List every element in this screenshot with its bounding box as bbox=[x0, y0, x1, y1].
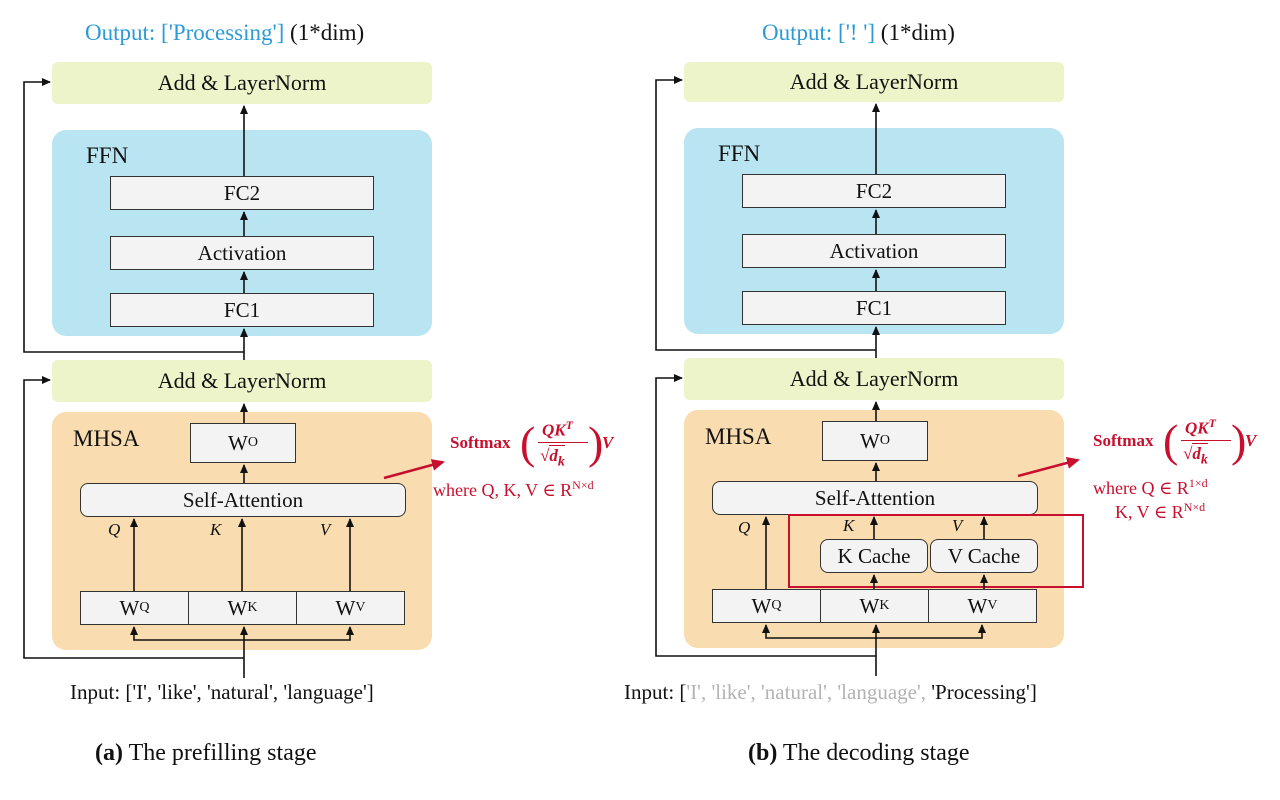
formula-denominator: √dk bbox=[1183, 443, 1208, 468]
input-past-tokens: 'I', 'like', 'natural', 'language', bbox=[686, 680, 927, 704]
right-connectors bbox=[655, 76, 988, 676]
v-label: V bbox=[952, 516, 963, 535]
input-label: Input: ['I', 'like', 'natural', 'languag… bbox=[624, 680, 1037, 705]
input-to-wv-arrow bbox=[876, 624, 986, 639]
where-clause-2: K, V ∈ RN×d bbox=[1115, 500, 1206, 522]
mhsa-label: MHSA bbox=[705, 424, 772, 449]
right-formula-pointer bbox=[1017, 457, 1080, 478]
input-new-token: 'Processing'] bbox=[931, 680, 1037, 704]
output-token: ['! '] bbox=[838, 20, 876, 45]
formula-v: V bbox=[1245, 431, 1257, 450]
fc2-block: FC2 bbox=[110, 176, 374, 210]
output-dim: (1*dim) bbox=[880, 20, 955, 45]
input-prefix: Input: [ bbox=[624, 680, 687, 704]
caption-a-text: The prefilling stage bbox=[128, 740, 317, 766]
caption-a: (a) The prefilling stage bbox=[95, 740, 317, 767]
wv-text: W bbox=[967, 593, 988, 618]
caption-b-bold: (b) bbox=[748, 740, 778, 766]
paren-close: ) bbox=[1231, 415, 1247, 466]
activation-block: Activation bbox=[742, 234, 1006, 268]
wq-text: W bbox=[119, 595, 140, 620]
softmax-text: Softmax bbox=[1093, 431, 1154, 450]
output-prefix: Output: bbox=[85, 20, 156, 45]
k-cache-block: K Cache bbox=[820, 539, 928, 573]
caption-b-text: The decoding stage bbox=[782, 740, 970, 766]
formula-numerator: QKT bbox=[542, 418, 573, 440]
add-layernorm-bottom: Add & LayerNorm bbox=[684, 358, 1064, 400]
wk-sub: K bbox=[879, 598, 890, 613]
paren-open: ( bbox=[520, 417, 536, 468]
wv-sub: V bbox=[355, 600, 366, 615]
q-label: Q bbox=[108, 520, 121, 539]
fc1-block: FC1 bbox=[110, 293, 374, 327]
output-dim: (1*dim) bbox=[290, 20, 365, 45]
self-attention-block: Self-Attention bbox=[80, 483, 406, 517]
fc2-block: FC2 bbox=[742, 174, 1006, 208]
kv-cache-highlight bbox=[788, 514, 1084, 588]
mhsa-residual-arrow bbox=[23, 376, 244, 659]
input-to-wv-arrow bbox=[244, 626, 354, 641]
formula-v: V bbox=[602, 433, 614, 452]
activation-block: Activation bbox=[110, 236, 374, 270]
fraction-bar bbox=[538, 442, 588, 443]
left-connectors bbox=[23, 78, 354, 678]
wk-sub: K bbox=[247, 600, 258, 615]
output-label: Output: ['Processing'] (1*dim) bbox=[85, 20, 364, 46]
fc1-block: FC1 bbox=[742, 291, 1006, 325]
left-formula-pointer bbox=[383, 459, 445, 480]
ffn-residual-arrow bbox=[23, 78, 244, 353]
output-prefix: Output: bbox=[762, 20, 833, 45]
fraction-bar bbox=[1181, 440, 1231, 441]
ffn-label: FFN bbox=[718, 141, 761, 166]
k-label: K bbox=[210, 520, 222, 539]
formula-denominator: √dk bbox=[540, 445, 565, 470]
caption-a-bold: (a) bbox=[95, 740, 123, 766]
add-layernorm-bottom: Add & LayerNorm bbox=[52, 360, 432, 402]
wq-sub: Q bbox=[771, 598, 782, 613]
add-layernorm-top: Add & LayerNorm bbox=[684, 62, 1064, 102]
formula-numerator: QKT bbox=[1185, 416, 1216, 438]
v-label: V bbox=[320, 520, 331, 539]
input-label: Input: ['I', 'like', 'natural', 'languag… bbox=[70, 680, 374, 704]
ffn-residual-arrow bbox=[655, 76, 876, 351]
ffn-label: FFN bbox=[86, 143, 129, 168]
output-label: Output: ['! '] (1*dim) bbox=[762, 20, 955, 46]
k-label: K bbox=[843, 516, 855, 535]
q-label: Q bbox=[738, 518, 751, 537]
wk-text: W bbox=[227, 595, 248, 620]
v-cache-block: V Cache bbox=[930, 539, 1038, 573]
wo-text: W bbox=[228, 430, 248, 455]
where-clause: where Q ∈ R1×d bbox=[1093, 476, 1208, 498]
where-clause: where Q, K, V ∈ RN×d bbox=[433, 478, 594, 500]
wk-text: W bbox=[859, 593, 880, 618]
wv-text: W bbox=[335, 595, 356, 620]
mhsa-label: MHSA bbox=[73, 426, 140, 451]
input-to-wq-arrow bbox=[130, 626, 244, 641]
paren-close: ) bbox=[588, 417, 604, 468]
wv-sub: V bbox=[987, 598, 998, 613]
self-attention-block: Self-Attention bbox=[712, 481, 1038, 515]
add-layernorm-top: Add & LayerNorm bbox=[52, 62, 432, 104]
paren-open: ( bbox=[1163, 415, 1179, 466]
caption-b: (b) The decoding stage bbox=[748, 740, 970, 767]
wo-text: W bbox=[860, 428, 880, 453]
wo-sub: O bbox=[247, 435, 258, 450]
output-token: ['Processing'] bbox=[161, 20, 285, 45]
mhsa-residual-arrow bbox=[655, 374, 876, 657]
wo-sub: O bbox=[879, 433, 890, 448]
softmax-text: Softmax bbox=[450, 433, 511, 452]
wq-text: W bbox=[751, 593, 772, 618]
wq-sub: Q bbox=[139, 600, 150, 615]
input-to-wq-arrow bbox=[762, 624, 876, 639]
